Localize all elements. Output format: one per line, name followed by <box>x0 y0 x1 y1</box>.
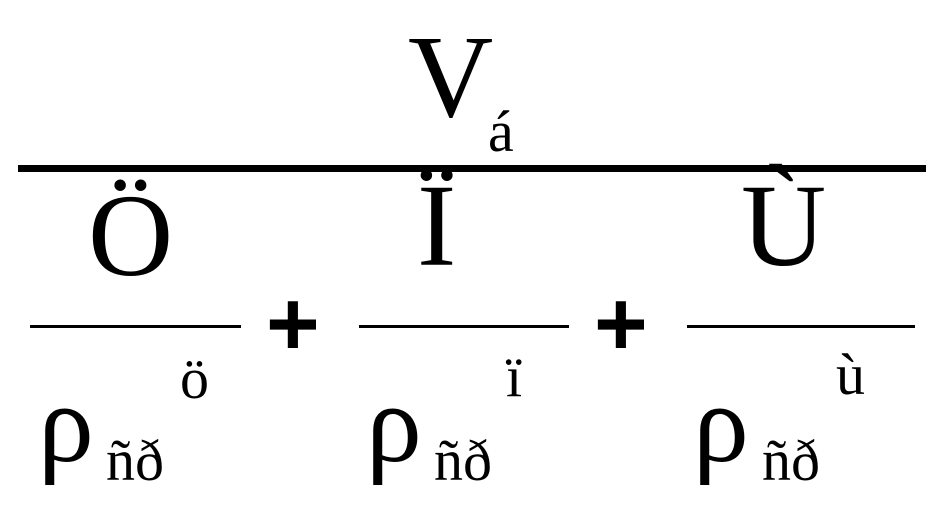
numerator-symbol: V <box>408 11 494 142</box>
term-2-rho-subscript: ñð <box>434 428 492 493</box>
term-3-rho: ρ <box>693 362 749 486</box>
term-2-fraction-bar <box>359 325 569 328</box>
term-1-rho-subscript: ñð <box>106 428 164 493</box>
term-1-numerator: Ö <box>88 170 174 301</box>
numerator-subscript: á <box>488 99 514 164</box>
plus-operator-1: + <box>266 273 320 375</box>
term-3-numerator: Ù <box>741 160 827 291</box>
term-1-rho: ρ <box>38 362 94 486</box>
term-2-numerator: Ï <box>417 160 457 291</box>
main-fraction-bar <box>18 165 926 172</box>
term-3-fraction-bar <box>687 325 915 328</box>
term-3-rho-subscript: ñð <box>762 428 820 493</box>
plus-operator-2: + <box>594 273 648 375</box>
term-2-rho: ρ <box>366 362 422 486</box>
term-3-rho-superscript: ù <box>836 342 865 407</box>
term-1-fraction-bar <box>30 325 241 328</box>
term-1-rho-superscript: ö <box>180 346 209 411</box>
term-2-rho-superscript: ï <box>506 344 523 409</box>
